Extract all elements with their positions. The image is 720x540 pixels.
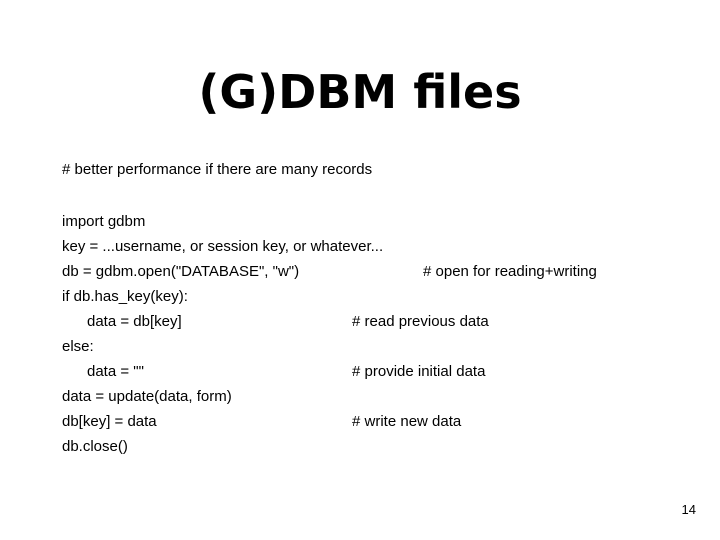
intro-comment-line: # better performance if there are many r… bbox=[62, 161, 373, 178]
code-line: db = gdbm.open("DATABASE", "w") # open f… bbox=[0, 259, 720, 284]
inline-comment: # open for reading+writing bbox=[423, 263, 597, 280]
code-line: data = update(data, form) bbox=[0, 384, 720, 409]
code-line: if db.has_key(key): bbox=[0, 284, 720, 309]
code-line: import gdbm bbox=[0, 209, 720, 234]
code-block: import gdbm key = ...username, or sessio… bbox=[0, 209, 720, 459]
code-text: db[key] = data bbox=[62, 413, 157, 430]
code-line: key = ...username, or session key, or wh… bbox=[0, 234, 720, 259]
code-text: data = update(data, form) bbox=[62, 388, 232, 405]
code-text: data = db[key] bbox=[87, 313, 182, 330]
code-text: db.close() bbox=[62, 438, 128, 455]
inline-comment: # provide initial data bbox=[352, 363, 486, 380]
code-line: else: bbox=[0, 334, 720, 359]
inline-comment: # write new data bbox=[352, 413, 462, 430]
code-text: db = gdbm.open("DATABASE", "w") bbox=[62, 263, 300, 280]
code-text: key = ...username, or session key, or wh… bbox=[62, 238, 384, 255]
code-text: else: bbox=[62, 338, 94, 355]
code-text: import gdbm bbox=[62, 213, 146, 230]
page-number: 14 bbox=[681, 502, 696, 517]
code-line: data = "" # provide initial data bbox=[0, 359, 720, 384]
code-text: data = "" bbox=[87, 363, 144, 380]
code-line: db[key] = data # write new data bbox=[0, 409, 720, 434]
code-line: data = db[key] # read previous data bbox=[0, 309, 720, 334]
inline-comment: # read previous data bbox=[352, 313, 489, 330]
code-text: if db.has_key(key): bbox=[62, 288, 188, 305]
page-title: (G)DBM files bbox=[198, 65, 522, 119]
code-line: db.close() bbox=[0, 434, 720, 459]
